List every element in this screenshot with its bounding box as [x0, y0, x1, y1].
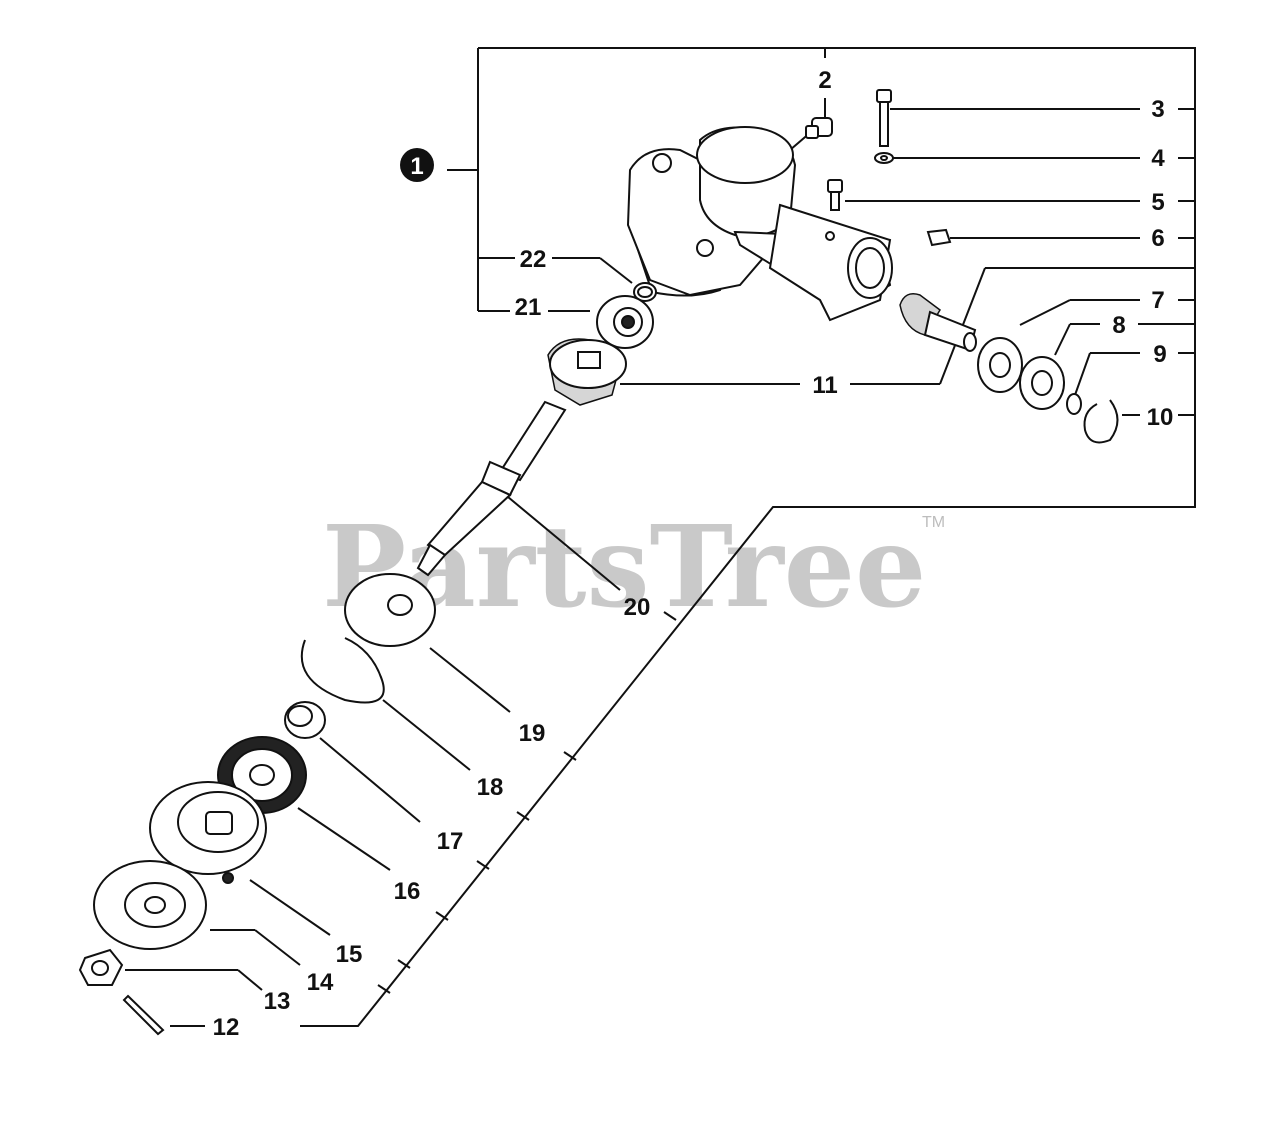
callout-16: 16	[394, 878, 421, 905]
callout-13: 13	[264, 988, 291, 1015]
callout-19: 19	[519, 720, 546, 747]
pinion-gear-shaft	[899, 293, 977, 352]
assembly-bracket	[300, 47, 1196, 1027]
ring-9	[1066, 393, 1082, 415]
assembly-marker-number: 1	[410, 153, 423, 180]
callout-18: 18	[477, 774, 504, 801]
screw-5	[827, 179, 843, 211]
assembly-marker: 1	[400, 148, 434, 182]
callout-4: 4	[1151, 145, 1165, 172]
bolt-3	[876, 89, 892, 147]
castle-nut-13	[78, 948, 124, 986]
gear-case-housing	[626, 126, 893, 322]
callout-2: 2	[818, 67, 831, 94]
callout-8: 8	[1112, 312, 1125, 339]
callout-17: 17	[437, 828, 464, 855]
bearing-21	[596, 295, 654, 349]
callout-22: 22	[520, 246, 547, 273]
bolt-2	[805, 117, 833, 139]
callout-10: 10	[1147, 404, 1174, 431]
bearing-19	[344, 573, 436, 647]
cotter-pin-12	[122, 994, 165, 1036]
snap-ring-10	[1083, 399, 1119, 444]
callout-7: 7	[1151, 287, 1164, 314]
cover-14	[93, 860, 207, 950]
shaft-20	[416, 400, 567, 577]
callout-9: 9	[1153, 341, 1166, 368]
watermark-trademark: TM	[922, 514, 945, 531]
washer-4	[874, 152, 894, 164]
callout-3: 3	[1151, 96, 1164, 123]
bearing-7	[977, 337, 1023, 393]
snap-ring-18	[300, 637, 385, 704]
leader-lines	[125, 98, 1140, 1027]
callout-labels: 2 3 4 5 6 7 8 9 10 11 12 13 14 15 16 17 …	[213, 67, 1174, 1041]
callout-20: 20	[624, 594, 651, 621]
ring-22	[633, 282, 657, 302]
collar-17	[284, 701, 326, 739]
bevel-gear-11	[547, 338, 627, 406]
callout-12: 12	[213, 1014, 240, 1041]
callout-21: 21	[515, 294, 542, 321]
bearing-8	[1019, 356, 1065, 410]
holder-15	[149, 781, 267, 884]
callout-5: 5	[1151, 189, 1164, 216]
callout-14: 14	[307, 969, 334, 996]
callout-15: 15	[336, 941, 363, 968]
callout-6: 6	[1151, 225, 1164, 252]
callout-11: 11	[812, 372, 837, 399]
nut-plate-6	[926, 228, 952, 247]
